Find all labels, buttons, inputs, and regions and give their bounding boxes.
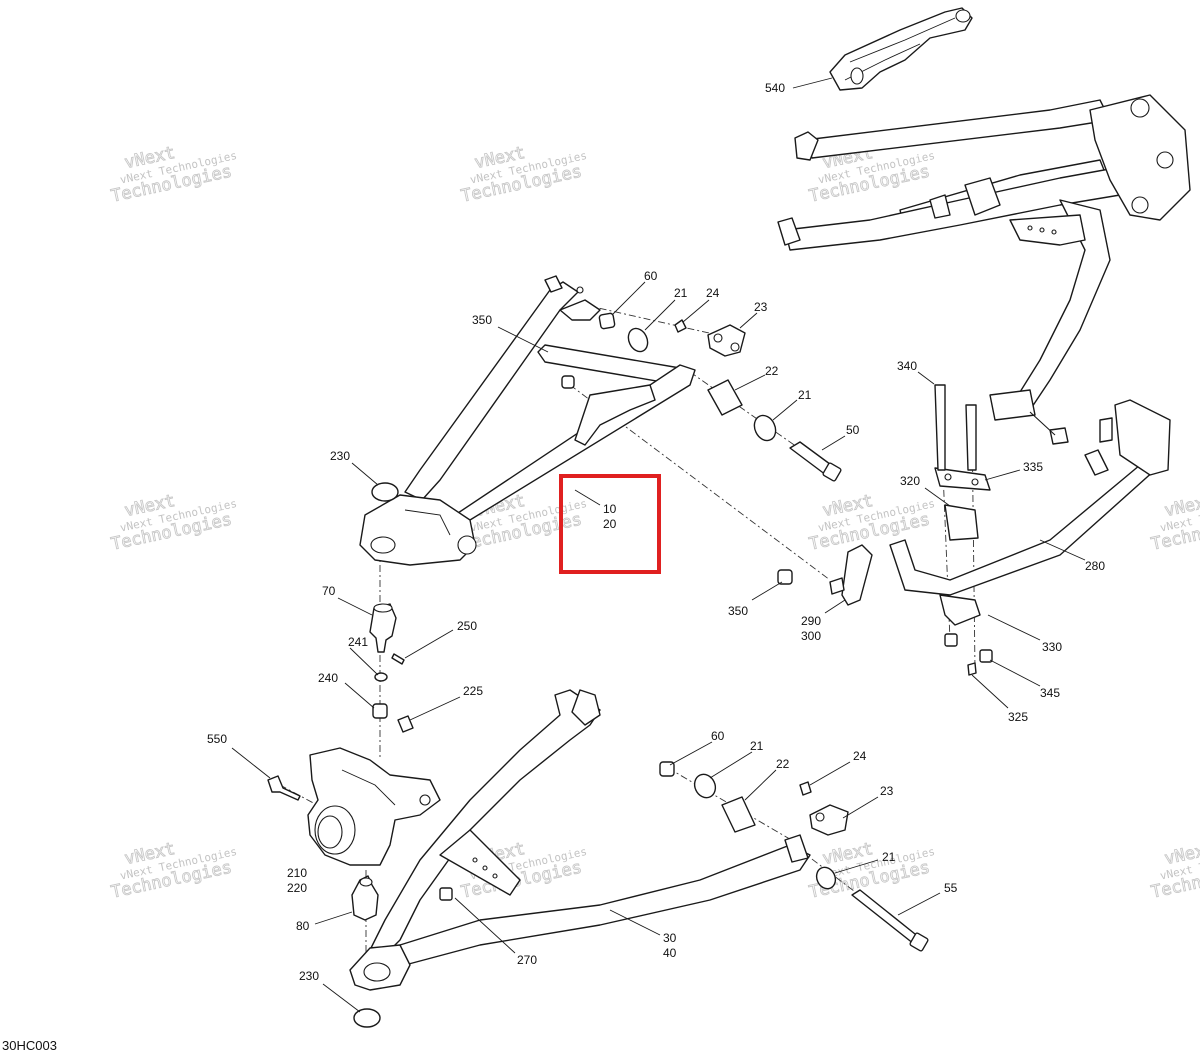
watermark: vNext vNext Technologies Technologies: [807, 838, 936, 903]
upper-a-arm: [359, 275, 696, 566]
callout-210: 210: [287, 866, 307, 880]
bolt-550: [267, 775, 301, 801]
callout-250: 250: [457, 619, 477, 633]
callout-21: 21: [882, 850, 896, 864]
callout-80: 80: [296, 919, 310, 933]
watermark: vNext vNext Technologies Technologies: [109, 490, 238, 555]
watermark: vNext vNext Technologies Technologies: [807, 490, 936, 555]
circlip-230-top: [371, 482, 399, 502]
callout-280: 280: [1085, 559, 1105, 573]
callout-330: 330: [1042, 640, 1062, 654]
callout-55: 55: [944, 881, 958, 895]
callout-550: 550: [207, 732, 227, 746]
callout-21: 21: [798, 388, 812, 402]
sway-bar-assembly: [889, 384, 1171, 676]
callout-340: 340: [897, 359, 917, 373]
callout-240: 240: [318, 671, 338, 685]
callout-335: 335: [1023, 460, 1043, 474]
watermark: vNext vNext Technologies Technologies: [1149, 490, 1200, 555]
callout-21: 21: [674, 286, 688, 300]
callout-325: 325: [1008, 710, 1028, 724]
circlip-230-bottom: [353, 1008, 381, 1028]
ball-joint-lower: [351, 875, 379, 921]
callout-290: 290: [801, 614, 821, 628]
diagram-code: 30HC003: [2, 1038, 57, 1053]
callout-23: 23: [754, 300, 768, 314]
callout-220: 220: [287, 881, 307, 895]
ball-joint-assembly: [369, 603, 414, 733]
callout-24: 24: [706, 286, 720, 300]
callout-270: 270: [517, 953, 537, 967]
part-540-bracket: [829, 7, 973, 91]
lower-a-arm: [349, 689, 811, 991]
watermark: vNext vNext Technologies Technologies: [109, 838, 238, 903]
callout-350: 350: [472, 313, 492, 327]
callout-10: 10: [603, 502, 617, 516]
watermark: vNext vNext Technologies Technologies: [1149, 838, 1200, 903]
upper-right-arm-assembly: [777, 94, 1191, 445]
callout-23: 23: [880, 784, 894, 798]
callout-300: 300: [801, 629, 821, 643]
callout-60: 60: [644, 269, 658, 283]
watermark: vNext vNext Technologies Technologies: [807, 142, 936, 207]
callout-60: 60: [711, 729, 725, 743]
callout-30: 30: [663, 931, 677, 945]
watermark: vNext vNext Technologies Technologies: [109, 142, 238, 207]
highlight-callout-box[interactable]: 10 20: [559, 474, 661, 574]
leader-lines: [231, 77, 1086, 1013]
lower-arm-hardware: [659, 761, 929, 952]
upper-arm-hardware: [561, 312, 842, 482]
callout-230: 230: [299, 969, 319, 983]
callout-225: 225: [463, 684, 483, 698]
callout-40: 40: [663, 946, 677, 960]
callout-labels: 540 60 21 24 23 350 22 21 50 230 340 335…: [207, 81, 1105, 983]
watermarks: vNext vNext Technologies Technologies vN…: [109, 142, 1200, 903]
callout-345: 345: [1040, 686, 1060, 700]
callout-21: 21: [750, 739, 764, 753]
watermark: vNext vNext Technologies Technologies: [459, 142, 588, 207]
callout-320: 320: [900, 474, 920, 488]
callout-70: 70: [322, 584, 336, 598]
callout-22: 22: [765, 364, 779, 378]
callout-350: 350: [728, 604, 748, 618]
callout-24: 24: [853, 749, 867, 763]
sway-link: [777, 544, 873, 606]
callout-20: 20: [603, 517, 617, 531]
callout-230: 230: [330, 449, 350, 463]
callout-50: 50: [846, 423, 860, 437]
knuckle: [307, 747, 441, 866]
callout-22: 22: [776, 757, 790, 771]
callout-241: 241: [348, 635, 368, 649]
callout-540: 540: [765, 81, 785, 95]
